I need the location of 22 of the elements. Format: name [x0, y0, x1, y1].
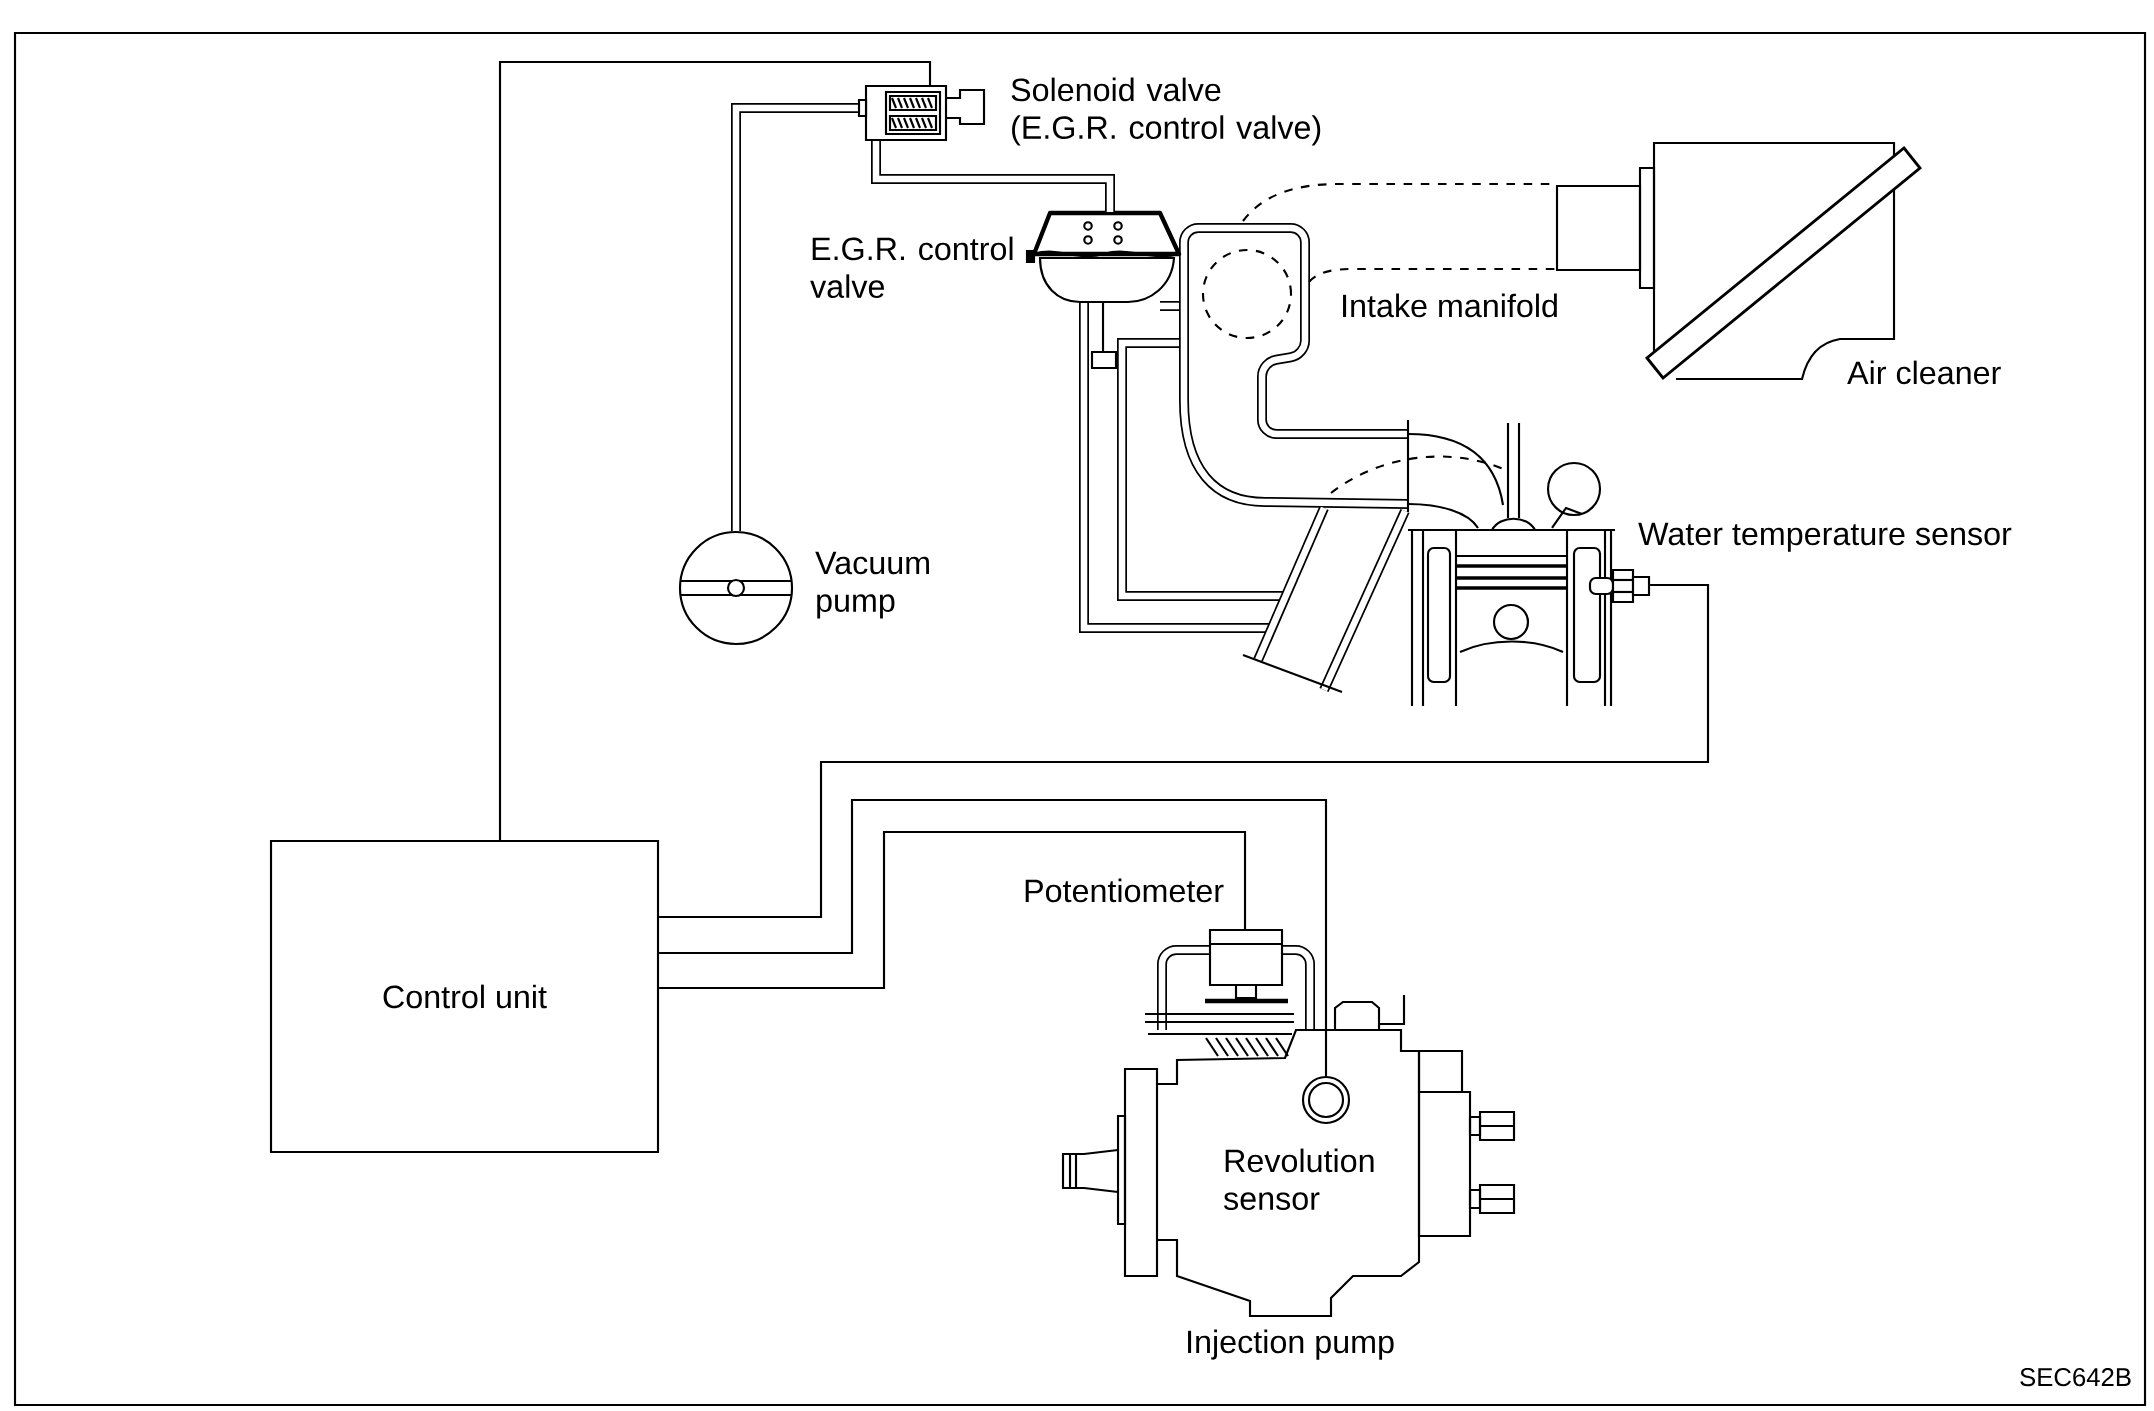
- part-label: Vacuum pump: [815, 551, 929, 619]
- figure-code: SEC642B: [2020, 1368, 2131, 1387]
- part-label: Water temperature sensor: [1638, 522, 2012, 552]
- part-label: E.G.R. control valve: [810, 236, 1013, 299]
- part-label: Air cleaner: [1847, 360, 2001, 385]
- hose-line: [871, 141, 1115, 212]
- part-label: Solenoid valve (E.G.R. control valve): [1011, 77, 1321, 146]
- solenoid-valve: [857, 84, 986, 142]
- revolution-sensor: [1301, 1075, 1351, 1125]
- part-label: Potentiometer: [1025, 878, 1224, 903]
- control-unit-box: Control unit: [269, 839, 660, 1154]
- part-label: Injection pump: [1188, 1329, 1394, 1360]
- diaphragm-valve: [1025, 210, 1182, 304]
- part-label: Intake manifold: [1343, 293, 1557, 318]
- hose-line: [731, 103, 858, 531]
- part-label: Revolution sensor: [1224, 1148, 1374, 1211]
- wire: [659, 583, 1710, 919]
- wire: [659, 830, 1247, 990]
- vacuum-pump: [678, 530, 794, 646]
- wire: [659, 798, 1328, 1076]
- temperature-sensor: [1588, 568, 1651, 604]
- potentiometer: [1208, 928, 1284, 987]
